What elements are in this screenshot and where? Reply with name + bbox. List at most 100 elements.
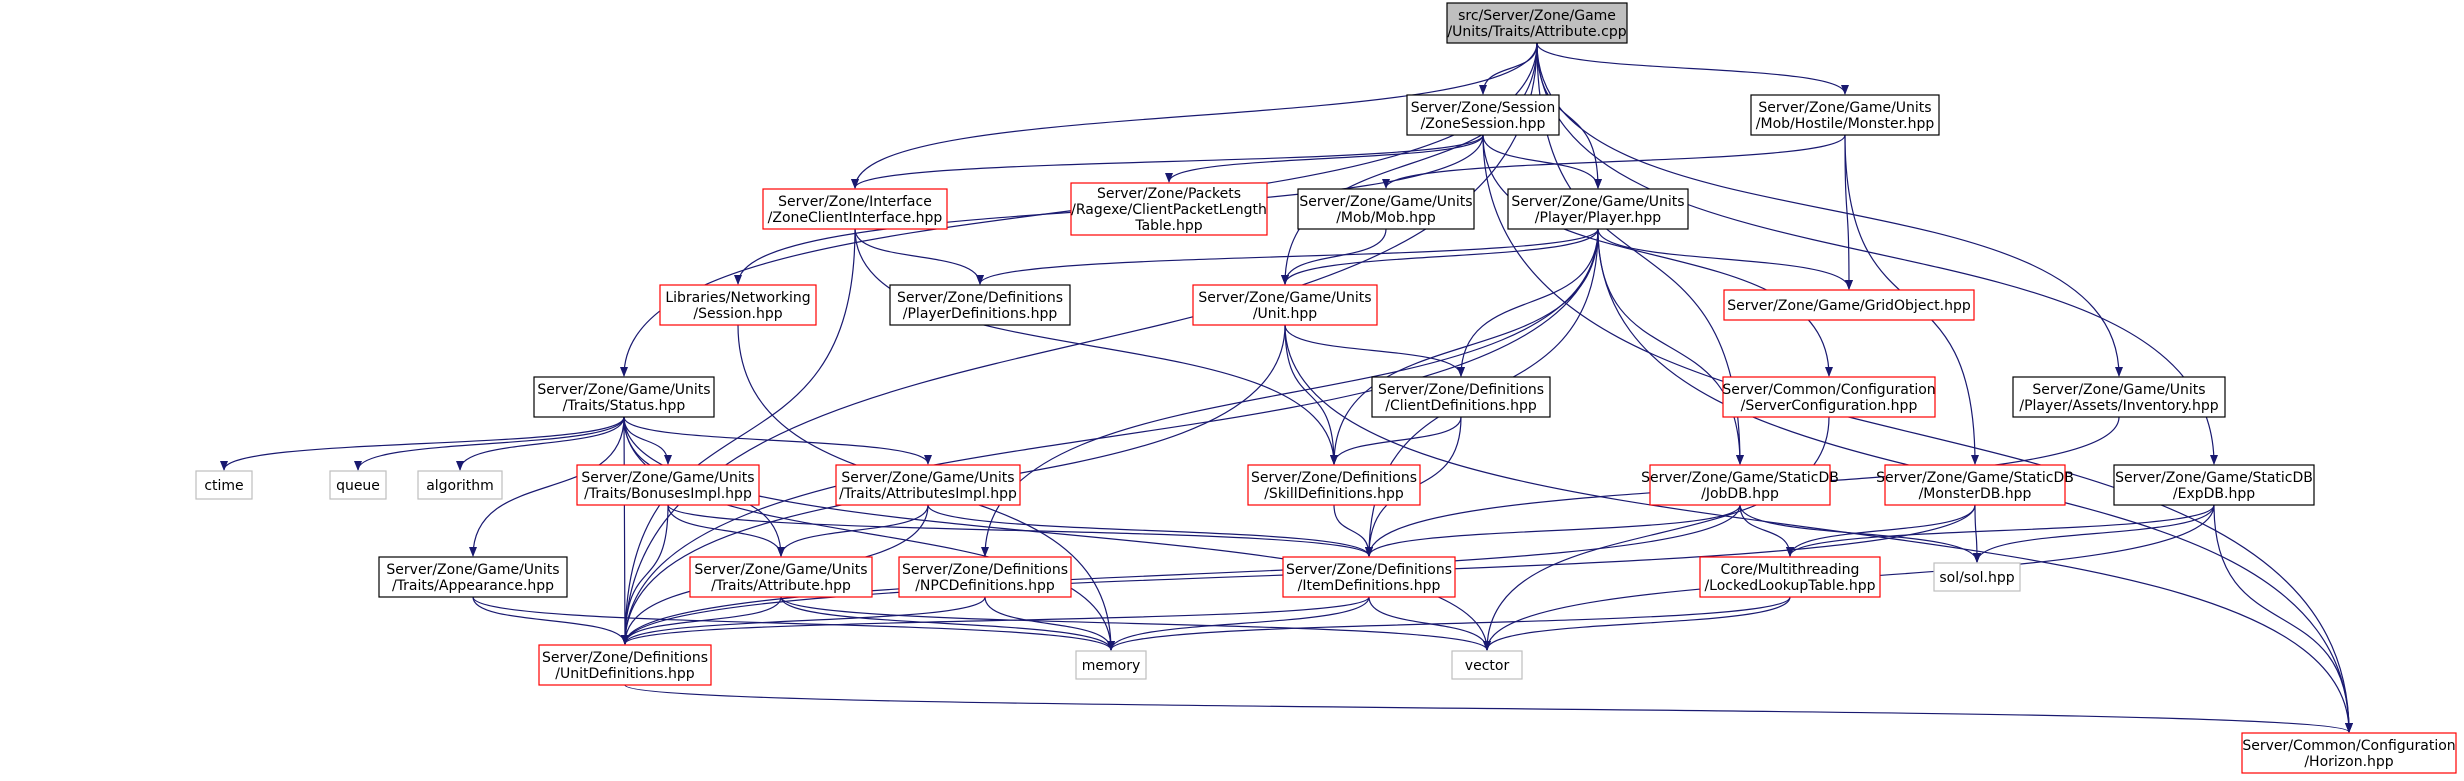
node-box [1297, 188, 1475, 230]
edge-n21-to-n27 [1365, 504, 1741, 557]
edge-n2-to-n10 [1844, 134, 1853, 290]
node-box [2012, 376, 2226, 418]
node-server-zone-game-units-mob-hostile-monster-hpp[interactable]: Server/Zone/Game/Units/Mob/Hostile/Monst… [1750, 94, 1940, 136]
node-server-zone-definitions-skilldefinitions-hpp[interactable]: Server/Zone/Definitions/SkillDefinitions… [1247, 464, 1421, 506]
node-label-line: /ExpDB.hpp [2173, 486, 2255, 502]
node-server-zone-game-units-mob-mob-hpp[interactable]: Server/Zone/Game/Units/Mob/Mob.hpp [1297, 188, 1475, 230]
edge-n28-to-n31 [1107, 596, 1791, 651]
node-server-zone-game-units-unit-hpp[interactable]: Server/Zone/Game/Units/Unit.hpp [1192, 284, 1378, 326]
node-ctime: ctime [195, 470, 253, 500]
node-box [1451, 650, 1523, 680]
node-server-zone-game-units-player-player-hpp[interactable]: Server/Zone/Game/Units/Player/Player.hpp [1507, 188, 1689, 230]
node-label-line: Server/Common/Configuration [1722, 382, 1935, 398]
node-server-zone-interface-zoneclientinterface-hpp[interactable]: Server/Zone/Interface/ZoneClientInterfac… [762, 188, 948, 230]
edge-n26-to-n30 [621, 596, 986, 645]
node-server-zone-game-gridobject-hpp[interactable]: Server/Zone/Game/GridObject.hpp [1723, 289, 1975, 321]
edge-n22-to-n28 [1786, 504, 1976, 557]
node-server-zone-packets-ragexe-clientpacketlengthtable-hpp[interactable]: Server/Zone/Packets/Ragexe/ClientPacketL… [1070, 182, 1268, 236]
edge-n18-to-n30 [621, 504, 669, 645]
edge-n0-to-n23 [1536, 42, 2218, 465]
node-label-line: /Traits/BonusesImpl.hpp [584, 486, 752, 502]
node-box [1722, 376, 1936, 418]
node-box [898, 556, 1072, 598]
node-label-line: Core/Multithreading [1721, 562, 1860, 578]
node-server-zone-game-staticdb-jobdb-hpp[interactable]: Server/Zone/Game/StaticDB/JobDB.hpp [1641, 464, 1839, 506]
node-label-line: Server/Zone/Game/Units [694, 562, 867, 578]
header-nodes: src/Server/Zone/Game/Units/Traits/Attrib… [195, 2, 2457, 774]
node-label-line: Server/Zone/Definitions [1286, 562, 1452, 578]
node-src-server-zone-game-units-traits-attribute-cpp: src/Server/Zone/Game/Units/Traits/Attrib… [1446, 2, 1628, 44]
node-label-line: Server/Zone/Game/Units [1198, 290, 1371, 306]
node-server-zone-definitions-clientdefinitions-hpp[interactable]: Server/Zone/Definitions/ClientDefinition… [1371, 376, 1551, 418]
edge-n19-to-n27 [927, 504, 1373, 557]
node-box [1649, 464, 1831, 506]
edge-n0-to-n2 [1536, 42, 1849, 95]
node-box [195, 470, 253, 500]
edge-n27-to-n32 [1368, 596, 1491, 651]
edge-n18-to-n25 [667, 504, 785, 557]
node-server-zone-definitions-itemdefinitions-hpp[interactable]: Server/Zone/Definitions/ItemDefinitions.… [1282, 556, 1456, 598]
node-label-line: Server/Zone/Game/GridObject.hpp [1727, 298, 1971, 314]
node-box [1699, 556, 1881, 598]
node-server-zone-game-units-player-assets-inventory-hpp[interactable]: Server/Zone/Game/Units/Player/Assets/Inv… [2012, 376, 2226, 418]
node-label-line: /Player/Player.hpp [1535, 210, 1661, 226]
node-core-multithreading-lockedlookuptable-hpp[interactable]: Core/Multithreading/LockedLookupTable.hp… [1699, 556, 1881, 598]
node-label-line: Server/Zone/Definitions [1378, 382, 1544, 398]
node-box [1371, 376, 1551, 418]
node-box [538, 644, 712, 686]
node-server-zone-session-zonesession-hpp[interactable]: Server/Zone/Session/ZoneSession.hpp [1406, 94, 1560, 136]
edge-n19-to-n25 [777, 504, 929, 557]
node-box [329, 470, 387, 500]
node-label-line: /Traits/AttributesImpl.hpp [839, 486, 1017, 502]
edge-n11-to-n16 [354, 416, 625, 471]
edge-n1-to-n13 [1482, 134, 1833, 377]
node-box [762, 188, 948, 230]
node-box [1192, 284, 1378, 326]
node-server-zone-game-units-traits-attribute-hpp[interactable]: Server/Zone/Game/Units/Traits/Attribute.… [689, 556, 873, 598]
node-box [1933, 562, 2021, 592]
edge-n0-to-n14 [1536, 42, 2123, 377]
node-label-line: /SkillDefinitions.hpp [1264, 486, 1404, 502]
node-server-zone-definitions-playerdefinitions-hpp[interactable]: Server/Zone/Definitions/PlayerDefinition… [889, 284, 1071, 326]
edge-n6-to-n21 [1597, 228, 1744, 465]
edge-n25-to-n30 [621, 596, 782, 645]
node-label-line: ctime [204, 478, 243, 494]
node-label-line: Server/Zone/Definitions [897, 290, 1063, 306]
node-server-zone-game-units-traits-bonusesimpl-hpp[interactable]: Server/Zone/Game/Units/Traits/BonusesImp… [576, 464, 760, 506]
node-label-line: /NPCDefinitions.hpp [915, 578, 1055, 594]
edge-n28-to-n32 [1483, 596, 1791, 651]
edge-n23-to-n33 [2213, 504, 2353, 733]
node-server-zone-game-staticdb-monsterdb-hpp[interactable]: Server/Zone/Game/StaticDB/MonsterDB.hpp [1876, 464, 2074, 506]
node-server-zone-game-staticdb-expdb-hpp[interactable]: Server/Zone/Game/StaticDB/ExpDB.hpp [2113, 464, 2315, 506]
node-libraries-networking-session-hpp[interactable]: Libraries/Networking/Session.hpp [659, 284, 817, 326]
node-server-common-configuration-serverconfiguration-hpp[interactable]: Server/Common/Configuration/ServerConfig… [1722, 376, 1936, 418]
node-server-zone-definitions-npcdefinitions-hpp[interactable]: Server/Zone/Definitions/NPCDefinitions.h… [898, 556, 1072, 598]
edge-n0-to-n3 [851, 42, 1538, 189]
edge-n0-to-n30 [621, 42, 1538, 645]
node-label-line: /Traits/Appearance.hpp [392, 578, 554, 594]
node-label-line: vector [1465, 658, 1510, 674]
edge-n3-to-n20 [854, 228, 1338, 465]
node-box [1507, 188, 1689, 230]
node-label-line: /Player/Assets/Inventory.hpp [2019, 398, 2218, 414]
node-box [689, 556, 873, 598]
edge-n6-to-n8 [976, 228, 1599, 285]
node-server-zone-game-units-traits-status-hpp[interactable]: Server/Zone/Game/Units/Traits/Status.hpp [533, 376, 715, 418]
node-label-line: /PlayerDefinitions.hpp [903, 306, 1058, 322]
node-box [1446, 2, 1628, 44]
node-server-zone-definitions-unitdefinitions-hpp[interactable]: Server/Zone/Definitions/UnitDefinitions.… [538, 644, 712, 686]
edge-n21-to-n30 [621, 504, 1741, 645]
edge-n6-to-n20 [1330, 228, 1599, 465]
node-label-line: Server/Zone/Game/Units [2032, 382, 2205, 398]
node-label-line: sol/sol.hpp [1939, 570, 2014, 586]
node-box [1075, 650, 1147, 680]
node-box [1884, 464, 2066, 506]
edge-n30-to-n33 [624, 684, 2353, 733]
node-label-line: Server/Zone/Game/StaticDB [2115, 470, 2313, 486]
node-server-zone-game-units-traits-attributesimpl-hpp[interactable]: Server/Zone/Game/Units/Traits/Attributes… [835, 464, 1021, 506]
node-server-zone-game-units-traits-appearance-hpp[interactable]: Server/Zone/Game/Units/Traits/Appearance… [378, 556, 568, 598]
node-box [417, 470, 503, 500]
node-label-line: Server/Zone/Packets [1097, 186, 1241, 202]
node-server-common-configuration-horizon-hpp[interactable]: Server/Common/Configuration/Horizon.hpp [2241, 732, 2457, 774]
